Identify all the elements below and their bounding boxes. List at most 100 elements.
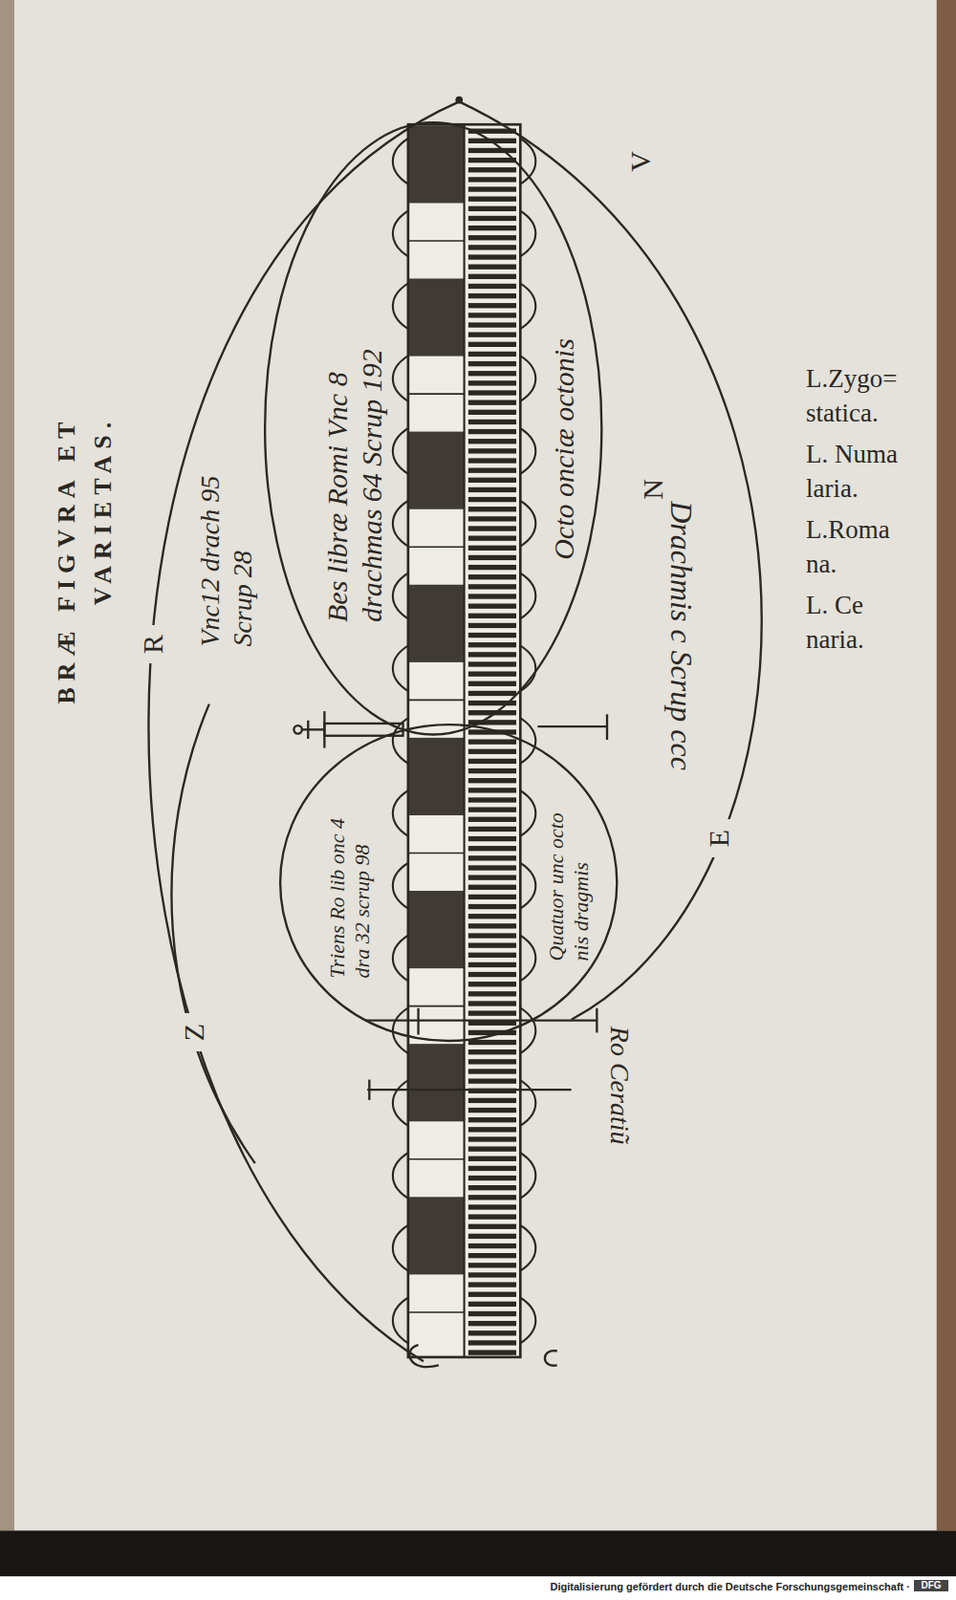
square-divider: [408, 1158, 465, 1161]
ladder-rung: [468, 691, 517, 696]
ladder-rung: [468, 196, 517, 202]
ladder-rung: [468, 1243, 517, 1249]
book-edge: [0, 0, 15, 1531]
ladder-rung: [468, 942, 517, 948]
ladder-rung: [468, 1234, 517, 1239]
ladder-rung: [468, 497, 517, 502]
dark-square: [409, 1196, 465, 1275]
ladder-rung: [468, 467, 517, 473]
scallop-row: [392, 124, 536, 1358]
ladder-rung: [468, 797, 517, 803]
dark-square: [409, 890, 465, 969]
ladder-rung: [468, 1166, 517, 1172]
ladder-rung: [468, 991, 517, 997]
square-divider: [408, 545, 465, 548]
ladder-rung: [468, 487, 517, 493]
ladder-rung: [468, 865, 517, 870]
ladder-rung: [468, 1292, 517, 1298]
outline-group: [280, 724, 617, 1042]
footer-logo: DFG: [913, 1580, 949, 1592]
dark-square: [409, 585, 465, 663]
dagger-cross: [306, 720, 309, 739]
ladder-rung: [468, 1040, 517, 1045]
outline-group: [264, 122, 602, 735]
cross-tick: [595, 1008, 598, 1034]
ladder-rung: [468, 1311, 517, 1317]
ladder-rung: [468, 1214, 517, 1219]
ladder-rung: [468, 225, 517, 231]
ladder-rung: [468, 1108, 517, 1113]
outer-lens: Bes libræ Romi Vnc 8 drachmas 64 Scrup 1…: [120, 96, 788, 1372]
ladder-rung: [468, 894, 517, 900]
ladder-rung: [468, 264, 517, 270]
ladder-rung: [468, 846, 517, 851]
ladder-rung: [468, 1195, 517, 1200]
strip-divider: [463, 124, 466, 1358]
weight-note: Quatuor unc octo nis dragmis: [543, 789, 595, 962]
square-divider: [408, 239, 465, 242]
ladder-rung: [468, 293, 517, 299]
curve-letter: R: [135, 625, 171, 664]
ladder-rung: [468, 1262, 517, 1268]
pointer-line: [537, 725, 608, 728]
lower-ellipse: Triens Ro lib onc 4 dra 32 scrup 98Quatu…: [278, 722, 619, 1043]
ladder-rung: [468, 186, 517, 192]
cross-line: [367, 1088, 571, 1091]
ladder-rung: [468, 1302, 517, 1307]
dark-square: [409, 432, 465, 510]
ladder-rung: [468, 1010, 517, 1016]
curve-letter: V: [623, 142, 658, 181]
ladder-rung: [468, 787, 517, 793]
curve-letter: Z: [176, 1013, 212, 1052]
ladder-rung: [468, 303, 517, 308]
ladder-rung: [468, 1281, 517, 1287]
square-divider: [408, 699, 465, 702]
weight-note: Vnc12 drach 95 Scrup 28: [194, 455, 259, 647]
ladder-rung: [468, 1330, 517, 1336]
ladder-rung: [468, 1224, 517, 1230]
ladder-rung: [468, 564, 517, 570]
ladder-rung: [468, 322, 517, 327]
ladder-rung: [468, 254, 517, 260]
ladder-rung: [468, 525, 517, 531]
ladder-rung: [468, 1078, 517, 1084]
ellipse-outline: [280, 724, 617, 1042]
book-edge: [936, 0, 956, 1531]
ladder-rung: [468, 176, 517, 182]
ladder-rung: [468, 390, 517, 395]
dark-square: [409, 1043, 465, 1122]
ladder-rung: [468, 478, 517, 483]
cross-tick: [416, 1008, 419, 1036]
weight-note: Octo onciæ octonis: [546, 310, 582, 588]
ladder-rung: [468, 574, 517, 580]
extra-curve: [171, 704, 255, 1164]
ladder-rung: [468, 651, 517, 657]
libra-name: L. Ce naria.: [805, 588, 921, 658]
weight-note: Drachmis c Scrup ccc: [663, 501, 700, 847]
ladder-rung: [468, 768, 517, 774]
ladder-rung: [468, 1253, 517, 1259]
dagger-hilt: [302, 728, 325, 731]
ladder-rung: [468, 380, 517, 386]
ladder-rung: [468, 613, 517, 619]
ladder-rung: [468, 836, 517, 842]
ladder-rung: [468, 244, 517, 250]
ladder-rung: [468, 671, 517, 676]
footer-credit: Digitalisierung gefördert durch die Deut…: [474, 1581, 911, 1594]
ladder-rung: [468, 1175, 517, 1181]
ellipse-outline: [264, 122, 602, 735]
ladder-rung: [468, 457, 517, 463]
ladder-rung: [468, 1321, 517, 1326]
ladder-rung: [468, 874, 517, 880]
ladder-rung: [468, 1000, 517, 1006]
ladder-rung: [468, 593, 517, 599]
curve-letter: E: [701, 819, 737, 858]
ladder-rung: [468, 157, 517, 163]
libra-name: L.Zygo= statica.: [805, 362, 921, 432]
ladder-rung: [468, 603, 517, 609]
square-divider: [408, 852, 465, 855]
ladder-rung: [468, 429, 517, 435]
dark-square: [409, 738, 465, 816]
